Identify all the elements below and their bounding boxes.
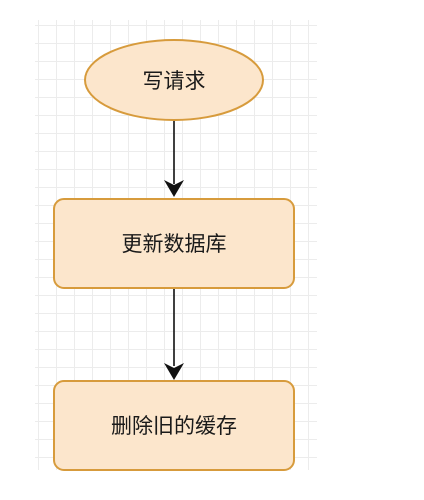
node-start-label: 写请求 (143, 69, 206, 93)
node-update-db[interactable]: 更新数据库 (53, 198, 295, 289)
node-delete-cache[interactable]: 删除旧的缓存 (53, 380, 295, 471)
arrowhead-icon (164, 363, 184, 380)
node-delete-cache-shape (53, 380, 295, 471)
node-start[interactable]: 写请求 (84, 39, 264, 121)
node-update-db-shape (53, 198, 295, 289)
arrowhead-icon (164, 180, 184, 197)
edge-start-to-update-db (164, 120, 184, 197)
edge-update-db-to-delete-cache (164, 288, 184, 380)
node-start-shape (84, 39, 264, 121)
node-update-db-label: 更新数据库 (122, 232, 227, 256)
node-delete-cache-label: 删除旧的缓存 (111, 414, 237, 438)
